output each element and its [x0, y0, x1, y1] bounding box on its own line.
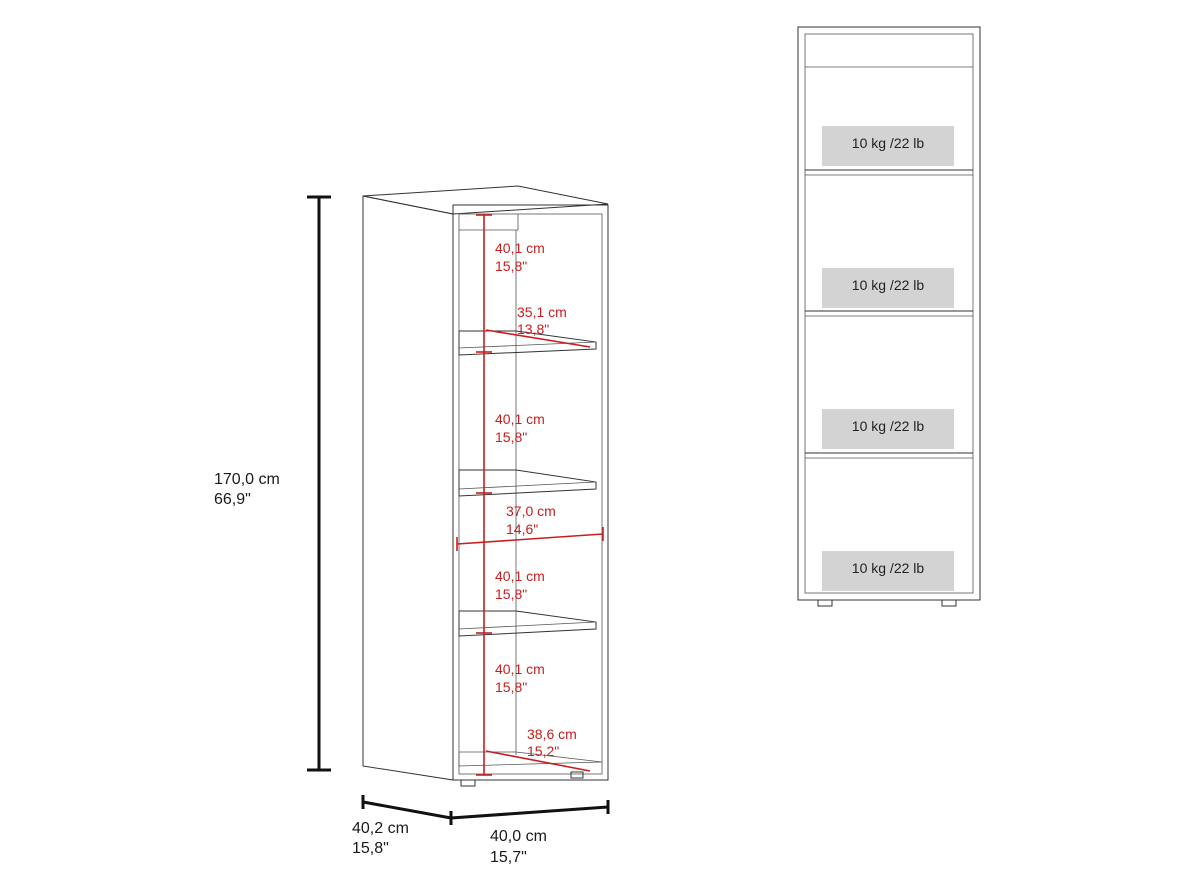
load-box-1: [822, 126, 954, 166]
compartment-1-height-cm: 40,1 cm: [495, 240, 545, 256]
shelf-1: [458, 330, 597, 356]
foot-left: [460, 779, 476, 787]
shelf-depth-top-in: 13,8": [517, 321, 549, 337]
compartment-4-height-in: 15,8": [495, 679, 527, 695]
shelf-2: [458, 469, 597, 497]
inner-width-cm: 37,0 cm: [506, 503, 556, 519]
inner-width-in: 14,6": [506, 521, 538, 537]
overall-width-cm: 40,0 cm: [490, 828, 547, 845]
width-dimension-line: [450, 805, 609, 820]
overall-depth-in: 15,8": [352, 840, 389, 857]
compartment-2-height-cm: 40,1 cm: [495, 411, 545, 427]
interior-dimension-labels: 40,1 cm 15,8" 35,1 cm 13,8" 40,1 cm 15,8…: [495, 240, 577, 759]
load-box-4: [822, 551, 954, 591]
foot-right: [570, 771, 584, 779]
overall-dimension-labels: 170,0 cm 66,9" 40,2 cm 15,8" 40,0 cm 15,…: [214, 471, 547, 866]
shelf-depth-bottom-cm: 38,6 cm: [527, 726, 577, 742]
shelf-depth-bottom-in: 15,2": [527, 743, 559, 759]
compartment-3-height-in: 15,8": [495, 586, 527, 602]
compartment-2-height-in: 15,8": [495, 429, 527, 445]
overall-height-in: 66,9": [214, 491, 251, 508]
bookcase-3d-view: [362, 185, 609, 787]
depth-dimension-line: [362, 800, 452, 820]
load-label-1: 10 kg /22 lb: [852, 135, 925, 151]
load-label-3: 10 kg /22 lb: [852, 418, 925, 434]
shelf-3: [458, 610, 597, 637]
compartment-1-height-in: 15,8": [495, 258, 527, 274]
load-label-2: 10 kg /22 lb: [852, 277, 925, 293]
load-box-3: [822, 409, 954, 449]
overall-depth-cm: 40,2 cm: [352, 820, 409, 837]
overall-dimension-lines: [307, 195, 610, 825]
overall-width-in: 15,7": [490, 849, 527, 866]
interior-dimension-lines: [456, 214, 604, 776]
load-label-4: 10 kg /22 lb: [852, 560, 925, 576]
compartment-4-height-cm: 40,1 cm: [495, 661, 545, 677]
compartment-3-height-cm: 40,1 cm: [495, 568, 545, 584]
shelf-depth-top-cm: 35,1 cm: [517, 304, 567, 320]
overall-height-cm: 170,0 cm: [214, 471, 280, 488]
load-box-2: [822, 268, 954, 308]
bookcase-front-view: 10 kg /22 lb 10 kg /22 lb 10 kg /22 lb 1…: [797, 26, 981, 607]
